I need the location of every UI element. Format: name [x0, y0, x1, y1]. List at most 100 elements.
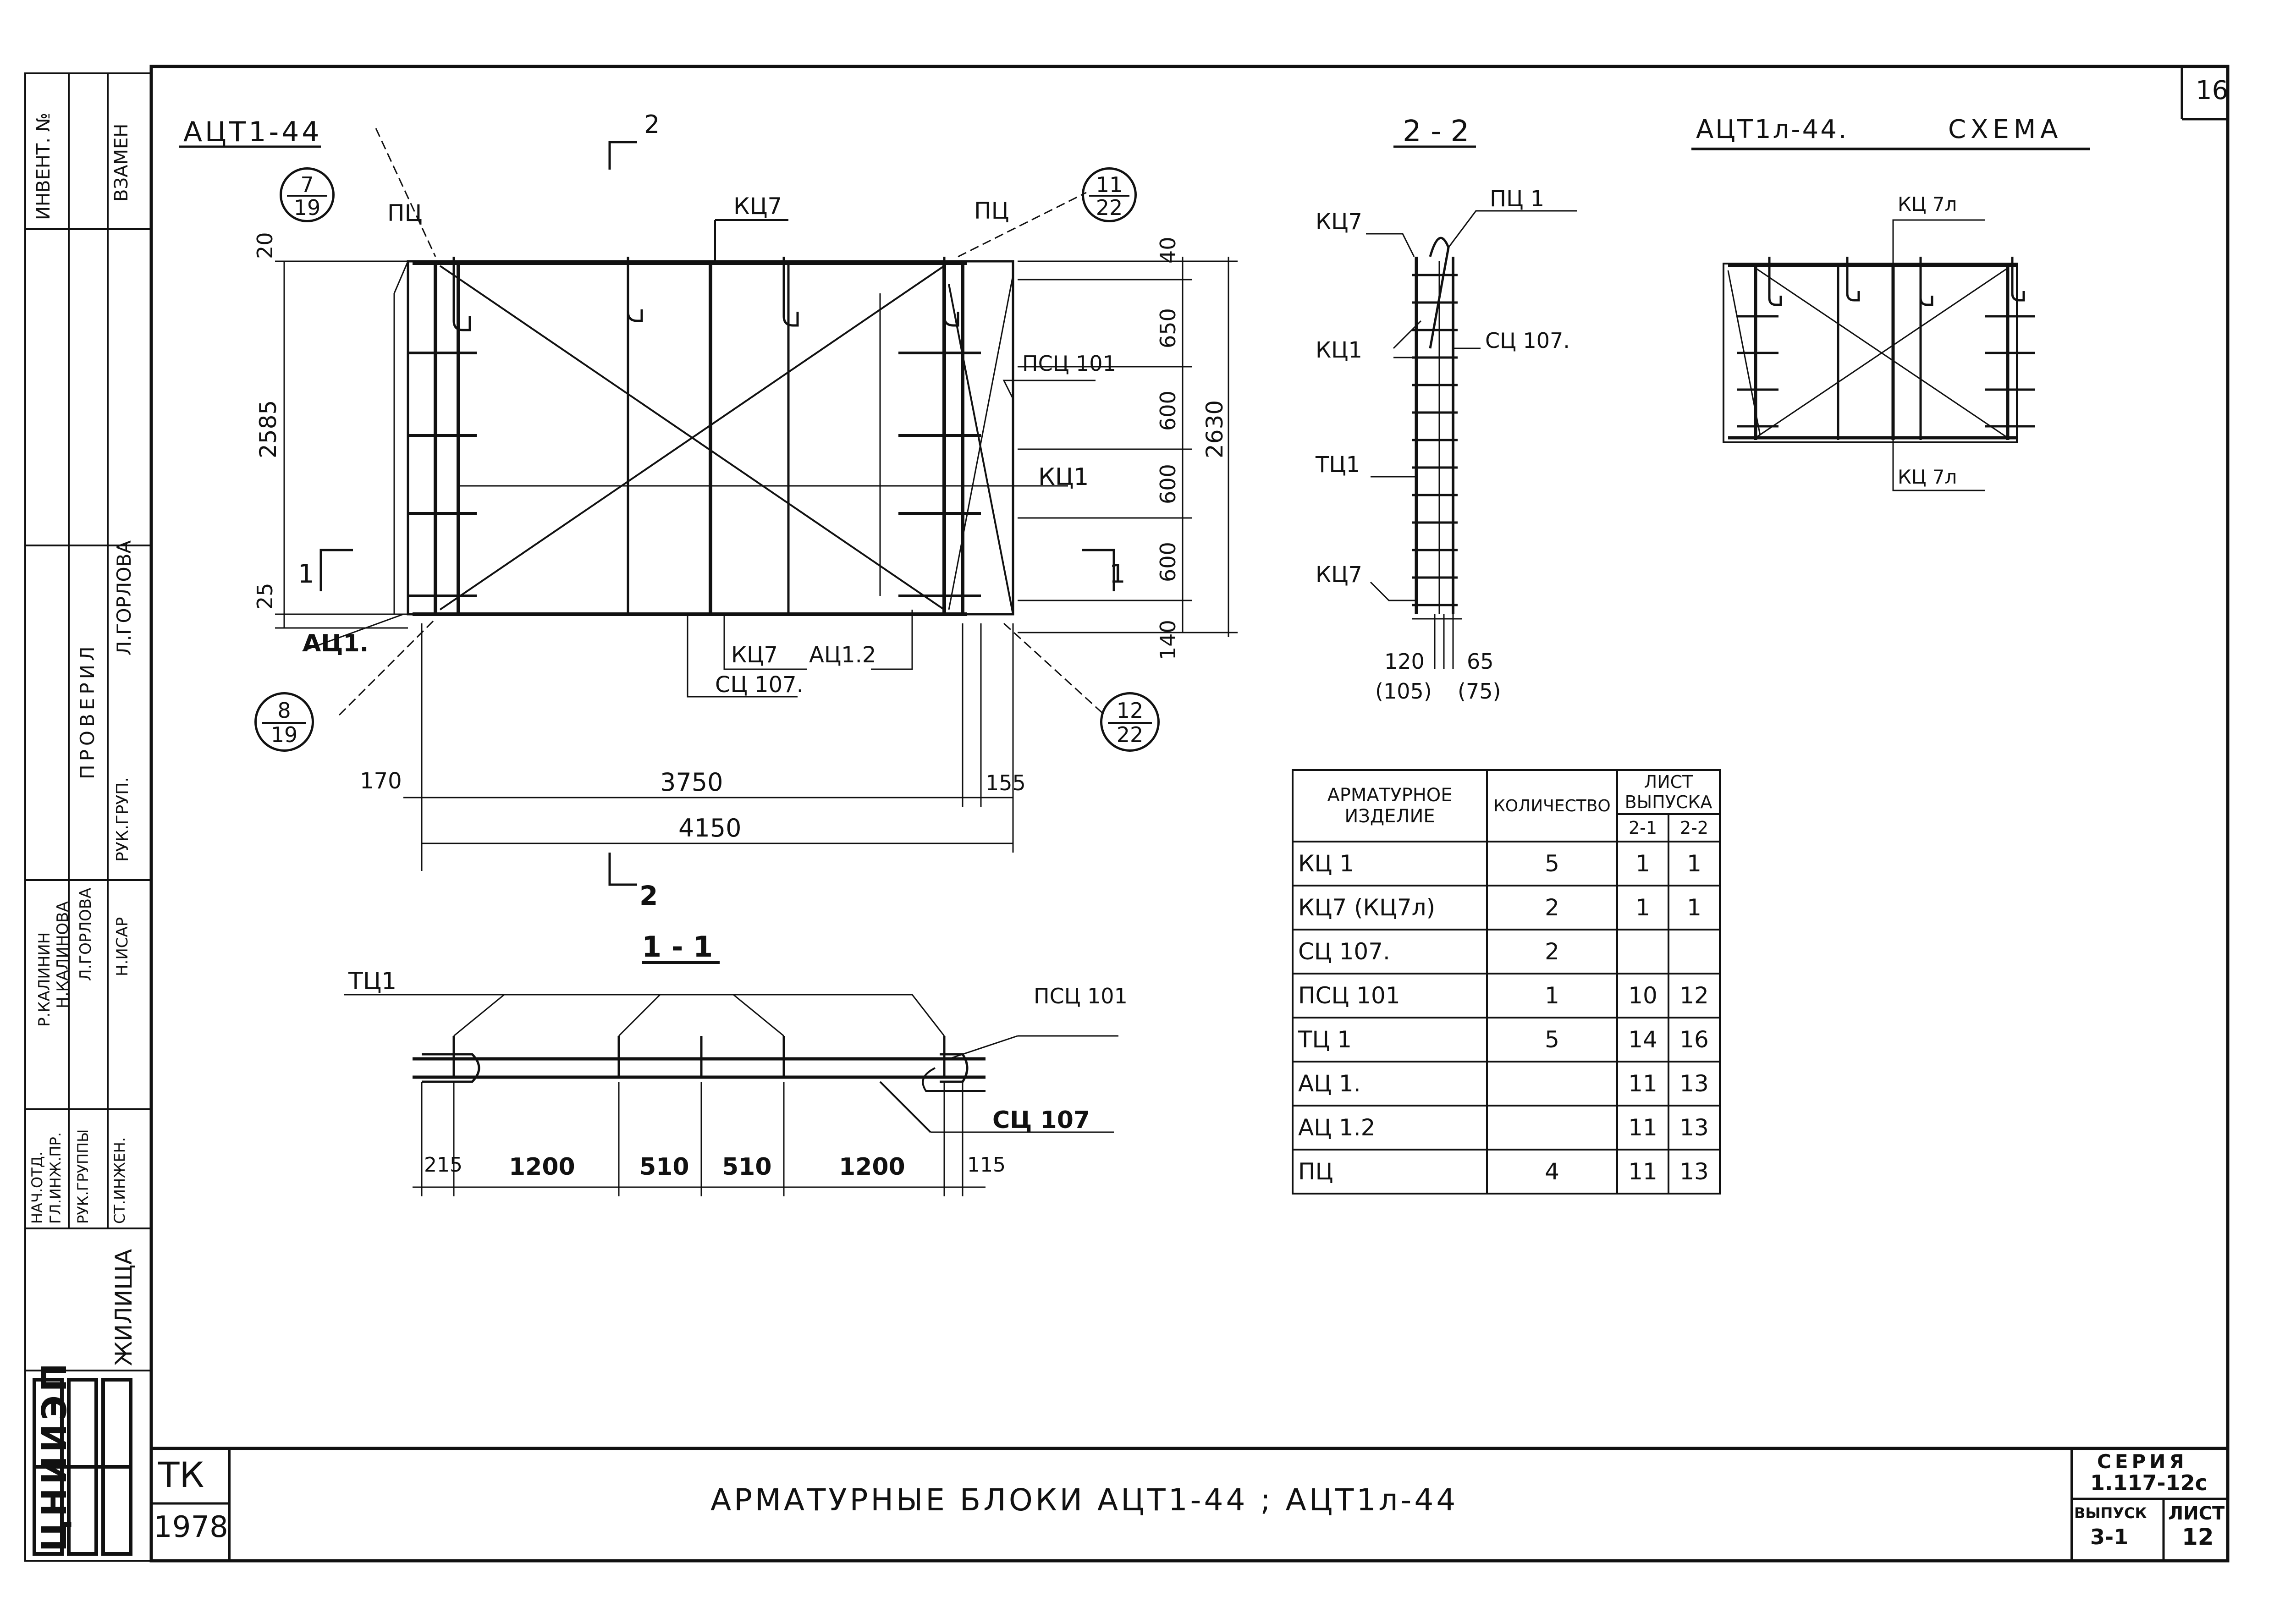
cell-b: 13: [1668, 1149, 1721, 1195]
title-tk: ТК: [158, 1454, 204, 1495]
s11-dim-1200-b: 1200: [839, 1153, 905, 1181]
strip-nach-otd: НАЧ.ОТД.: [28, 1151, 46, 1224]
s11-dim-1200-a: 1200: [509, 1153, 575, 1181]
cell-a: 11: [1616, 1061, 1669, 1107]
dim-600-b: 600: [1156, 464, 1180, 504]
s22-dim-75: (75): [1458, 679, 1501, 704]
cell-item: АЦ 1.: [1292, 1061, 1488, 1107]
s22-label-kc7-top: КЦ7: [1316, 209, 1362, 235]
title-year: 1978: [154, 1510, 228, 1544]
strip-name2: Н.КАЛИНОВА: [54, 901, 72, 1008]
label-pc-right: ПЦ: [974, 198, 1009, 224]
cut-mark-2-bottom: 2: [639, 880, 658, 911]
dim-600-c: 600: [1156, 542, 1180, 582]
dim-20: 20: [253, 232, 277, 259]
position-balloon-8-19: 8 19: [254, 692, 314, 752]
dim-2630: 2630: [1201, 400, 1228, 458]
cell-item: КЦ 1: [1292, 841, 1488, 886]
label-kc7-top: КЦ7: [733, 193, 782, 220]
header-sheet: ЛИСТ ВЫПУСКА: [1616, 769, 1721, 815]
strip-vzamen: ВЗАМЕН: [111, 123, 132, 202]
cell-qty: 2: [1486, 929, 1618, 974]
balloon-bottom: 19: [293, 195, 321, 220]
main-view: [179, 128, 1115, 886]
balloon-bar: [287, 195, 327, 197]
balloon-bar: [1108, 722, 1152, 724]
s22-dim-105: (105): [1375, 679, 1432, 704]
main-view-title: АЦТ1-44: [183, 116, 322, 148]
vypusk-value: 3-1: [2090, 1525, 2129, 1549]
position-balloon-7-19: 7 19: [280, 167, 335, 222]
vypusk-label: ВЫПУСК: [2074, 1504, 2147, 1522]
strip-name3: Л.ГОРЛОВА: [77, 887, 95, 981]
cell-b: [1668, 929, 1721, 974]
header-sub-2-1: 2-1: [1616, 813, 1669, 842]
dim-155: 155: [986, 771, 1026, 795]
cut-mark-1-right: 1: [1109, 559, 1126, 589]
s22-label-tc1: ТЦ1: [1316, 452, 1360, 478]
balloon-top: 7: [300, 172, 314, 197]
dim-4150: 4150: [678, 814, 742, 842]
cell-item: ПСЦ 101: [1292, 973, 1488, 1018]
table-subheader-row: 2-1 2-2: [1293, 813, 1721, 842]
drawing-title: АРМАТУРНЫЕ БЛОКИ АЦТ1-44 ; АЦТ1л-44: [710, 1482, 1459, 1518]
cell-qty: [1486, 1061, 1618, 1107]
cell-b: 1: [1668, 841, 1721, 886]
header-sub-2-2: 2-2: [1668, 813, 1721, 842]
scheme-title: АЦТ1л-44.: [1696, 115, 1849, 144]
seria-label: СЕРИЯ: [2097, 1450, 2188, 1473]
cell-qty: 5: [1486, 841, 1618, 886]
balloon-top: 11: [1096, 172, 1123, 197]
list-value: 12: [2182, 1524, 2214, 1550]
label-ac12: АЦ1.2: [809, 642, 876, 668]
header-item: АРМАТУРНОЕ ИЗДЕЛИЕ: [1292, 769, 1488, 842]
dim-170: 170: [360, 768, 402, 794]
org-logo-mark: [33, 1378, 132, 1556]
label-sc107: СЦ 107.: [715, 672, 804, 698]
section-1-1-title: 1 - 1: [642, 930, 713, 963]
dim-140: 140: [1156, 620, 1180, 660]
balloon-top: 8: [277, 698, 291, 723]
cell-a: 1: [1616, 841, 1669, 886]
scheme-label-kc7l-top: КЦ 7л: [1898, 193, 1957, 215]
cut-mark-1-left: 1: [298, 559, 314, 589]
label-kc7-bottom: КЦ7: [731, 642, 778, 668]
sheet-frame: [149, 65, 2230, 1563]
reinforcement-spec-table: АРМАТУРНОЕ ИЗДЕЛИЕ КОЛИЧЕСТВО ЛИСТ ВЫПУС…: [1292, 769, 1721, 1195]
s22-label-sc107: СЦ 107.: [1485, 328, 1570, 353]
cell-a: 11: [1616, 1149, 1669, 1195]
section-2-2-title: 2 - 2: [1403, 115, 1470, 149]
cell-item: ПЦ: [1292, 1149, 1488, 1195]
seria-value: 1.117-12с: [2090, 1470, 2208, 1495]
strip-name4: Н.ИСАР: [113, 917, 132, 976]
strip-gorlova-top: Л.ГОРЛОВА: [113, 540, 135, 655]
scheme-view: [1691, 148, 2090, 491]
strip-zhilishcha: ЖИЛИЩА: [110, 1249, 137, 1366]
balloon-bar: [1089, 195, 1129, 197]
s11-label-tc1: ТЦ1: [348, 968, 397, 995]
dim-25: 25: [253, 583, 277, 610]
cell-a: 11: [1616, 1105, 1669, 1151]
strip-ruk-grup: РУК.ГРУППЫ: [74, 1129, 92, 1224]
scheme-word: СХЕМА: [1948, 115, 2063, 144]
s22-label-pc1: ПЦ 1: [1490, 186, 1545, 212]
org-logo-text: ЦНИИЭП: [35, 1360, 74, 1552]
cell-item: КЦ7 (КЦ7л): [1292, 885, 1488, 930]
strip-proveril: ПРОВЕРИЛ: [76, 643, 99, 779]
dim-40: 40: [1156, 237, 1180, 264]
cell-a: 1: [1616, 885, 1669, 930]
cell-qty: 2: [1486, 885, 1618, 930]
strip-ruk-grup-top: РУК.ГРУП.: [113, 777, 132, 862]
cell-b: 16: [1668, 1017, 1721, 1062]
dim-2585: 2585: [255, 400, 281, 458]
s22-dim-65: 65: [1467, 649, 1494, 674]
dim-650: 650: [1156, 308, 1180, 348]
balloon-bottom: 22: [1096, 195, 1123, 220]
cell-b: 1: [1668, 885, 1721, 930]
dim-3750: 3750: [660, 768, 723, 797]
table-header-row: АРМАТУРНОЕ ИЗДЕЛИЕ КОЛИЧЕСТВО ЛИСТ ВЫПУС…: [1292, 769, 1721, 842]
